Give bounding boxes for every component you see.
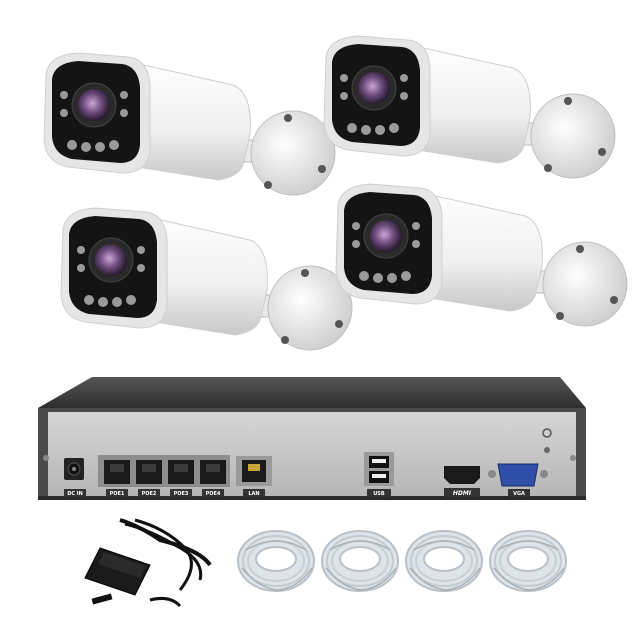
camera-top-left (43, 52, 336, 196)
lan-port: LAN (236, 456, 272, 497)
poe-port-2 (136, 460, 162, 484)
poe-port-1 (104, 460, 130, 484)
camera-top-right (323, 35, 616, 179)
hdmi-port: HDMI (444, 466, 480, 497)
lan-label: LAN (248, 491, 259, 497)
dc-in-port: DC IN (64, 458, 86, 497)
hdmi-label: HDMI (453, 490, 472, 497)
poe-port-group: POE1 POE2 POE3 POE4 (98, 455, 230, 497)
cable-coil-3 (405, 530, 483, 592)
poe2-label: POE2 (142, 491, 157, 497)
cable-coil-2 (321, 530, 399, 592)
camera-middle-right (335, 183, 628, 327)
poe4-label: POE4 (206, 491, 221, 497)
power-adapter (84, 518, 212, 608)
vga-port: VGA (488, 463, 548, 497)
poe3-label: POE3 (174, 491, 189, 497)
poe1-label: POE1 (110, 491, 125, 497)
cable-coil-4 (489, 530, 567, 592)
cable-coil-1 (237, 530, 315, 592)
vga-label: VGA (513, 491, 525, 497)
poe-port-3 (168, 460, 194, 484)
poe-port-4 (200, 460, 226, 484)
nvr-recorder: DC IN POE1 (38, 377, 586, 500)
camera-middle-left (60, 207, 353, 351)
dc-in-label: DC IN (67, 491, 83, 497)
usb-label: USB (373, 491, 385, 497)
usb-port: USB (364, 452, 394, 497)
